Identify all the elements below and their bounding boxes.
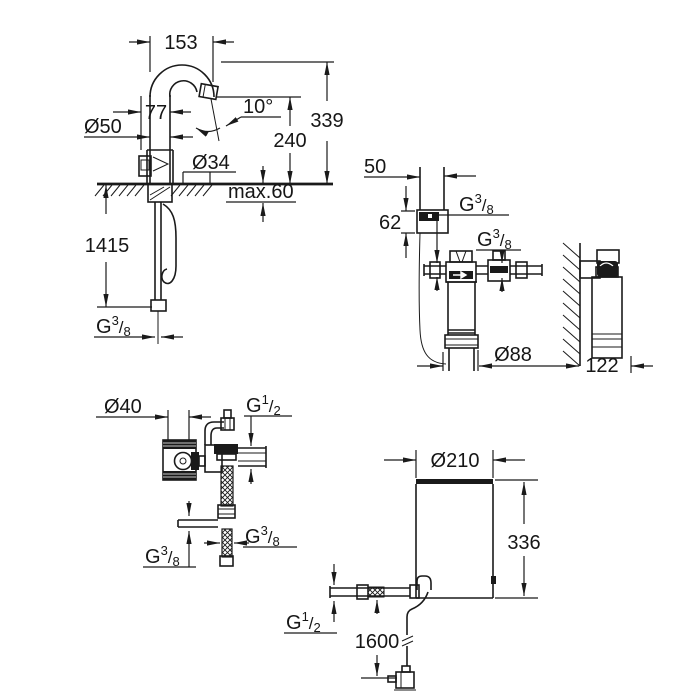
thread-label-valve-branch-bottom: G3/8 (145, 543, 180, 569)
boiler-top (416, 479, 493, 484)
branch-pipe (177, 519, 218, 528)
spout-aerator (198, 82, 220, 101)
ext-210 (415, 450, 494, 478)
valve-block (204, 444, 223, 473)
cartridge-base (448, 348, 475, 371)
braided-hose-lower (221, 528, 233, 558)
sensor-duct (419, 167, 445, 210)
side-outlet-pipe (238, 446, 267, 468)
supply-hose (154, 202, 162, 300)
bracket-clamp (597, 261, 618, 277)
flow-sensor-box (416, 209, 449, 234)
thread-label-valve-top: G1/2 (246, 392, 281, 418)
plug-prong (387, 675, 397, 683)
boiler-body (415, 484, 494, 599)
boiler-view: Ø210 336 G1/2 1600 (284, 450, 541, 691)
boiler-nub (491, 576, 496, 584)
second-hose-loop (161, 203, 177, 285)
cartridge-side (591, 276, 623, 359)
dim-label-base-diameter: Ø50 (84, 116, 122, 138)
mounting-step (182, 171, 236, 184)
check-valve-body (216, 453, 237, 461)
power-plug (395, 671, 415, 689)
hose-coupling (217, 504, 236, 519)
ext-62 (401, 210, 415, 234)
dim-label-spout-reach: 153 (164, 32, 197, 54)
filter-head-cap (449, 250, 473, 263)
filter-unit-front-view: 50 62 G3/8 G3/8 Ø88 (364, 156, 579, 371)
body-joint-mark (152, 156, 170, 172)
filter-cartridge (446, 281, 477, 335)
spout-inner-arc (168, 79, 198, 98)
knob-collar (191, 452, 199, 470)
dim-label-hole-diameter: Ø34 (192, 152, 230, 174)
plug-neck (401, 665, 411, 673)
dim-label-outlet-height: 240 (273, 130, 306, 152)
thread-label-filter-inlet: G3/8 (459, 191, 494, 217)
spout-axis-line (210, 98, 220, 142)
cartridge-flange (444, 334, 479, 349)
faucet-front-view: 153 77 Ø50 10° 240 339 Ø34 max.60 1415 G… (84, 32, 344, 344)
thread-label-boiler-inlet: G1/2 (286, 609, 321, 635)
outlet-nut (515, 261, 528, 279)
dim-label-wall-depth: 122 (585, 355, 618, 377)
thread-label-valve-branch-side: G3/8 (245, 523, 280, 549)
valve-knob (173, 451, 193, 471)
cord-break-marks (401, 635, 414, 647)
dim-label-overall-height: 339 (310, 110, 343, 132)
check-valve-band (214, 444, 238, 454)
dim-label-body-width: 77 (145, 102, 167, 124)
thread-label-filter-outlet: G3/8 (477, 226, 512, 252)
hose-nut (356, 584, 369, 600)
hose-fitting (150, 299, 167, 312)
dim-label-boiler-height: 336 (507, 532, 540, 554)
dim-label-cable-length: 1600 (355, 631, 400, 653)
ext-336 (495, 479, 538, 599)
outlet-pipe (476, 265, 488, 275)
filter-unit-side-view: 122 (562, 242, 653, 377)
deck-hatching (94, 184, 213, 197)
ext-88 (442, 350, 479, 371)
valve-connector (198, 455, 206, 467)
shank-hatch (148, 186, 172, 203)
elbow-fitting (409, 584, 420, 599)
handle-detail (140, 159, 150, 171)
dim-label-max-deck: max.60 (228, 181, 294, 203)
angle-valve-view: Ø40 G1/2 G3/8 G3/8 (96, 392, 297, 569)
inlet-pipe (423, 264, 446, 276)
elbow-pipe (204, 421, 224, 445)
dim-label-hose-length: 1415 (85, 235, 130, 257)
braided-hose (220, 465, 234, 507)
inlet-nut (429, 261, 441, 279)
top-stem (223, 409, 232, 419)
hose-end-fitting (219, 555, 234, 567)
flow-direction-arrow (453, 270, 468, 280)
dim-label-valve-diameter: Ø40 (104, 396, 142, 418)
handle-lever (138, 155, 152, 177)
dim-label-sensor-height: 62 (379, 212, 401, 234)
dim-label-sensor-width: 50 (364, 156, 386, 178)
spout-outer-arc (149, 64, 215, 98)
dim-label-boiler-diameter: Ø210 (431, 450, 480, 472)
inlet-elbow (416, 575, 432, 590)
bypass-valve-top (492, 250, 506, 261)
outlet-pipe-right (510, 264, 543, 276)
thread-label-faucet-supply: G3/8 (96, 313, 131, 339)
wall-hatching (562, 242, 581, 367)
hose-braid (367, 586, 385, 598)
sensor-cable (418, 232, 447, 365)
dim-label-cartridge-diameter: Ø88 (494, 344, 532, 366)
dim-label-spout-angle: 10° (243, 96, 273, 118)
power-cord (406, 591, 429, 666)
